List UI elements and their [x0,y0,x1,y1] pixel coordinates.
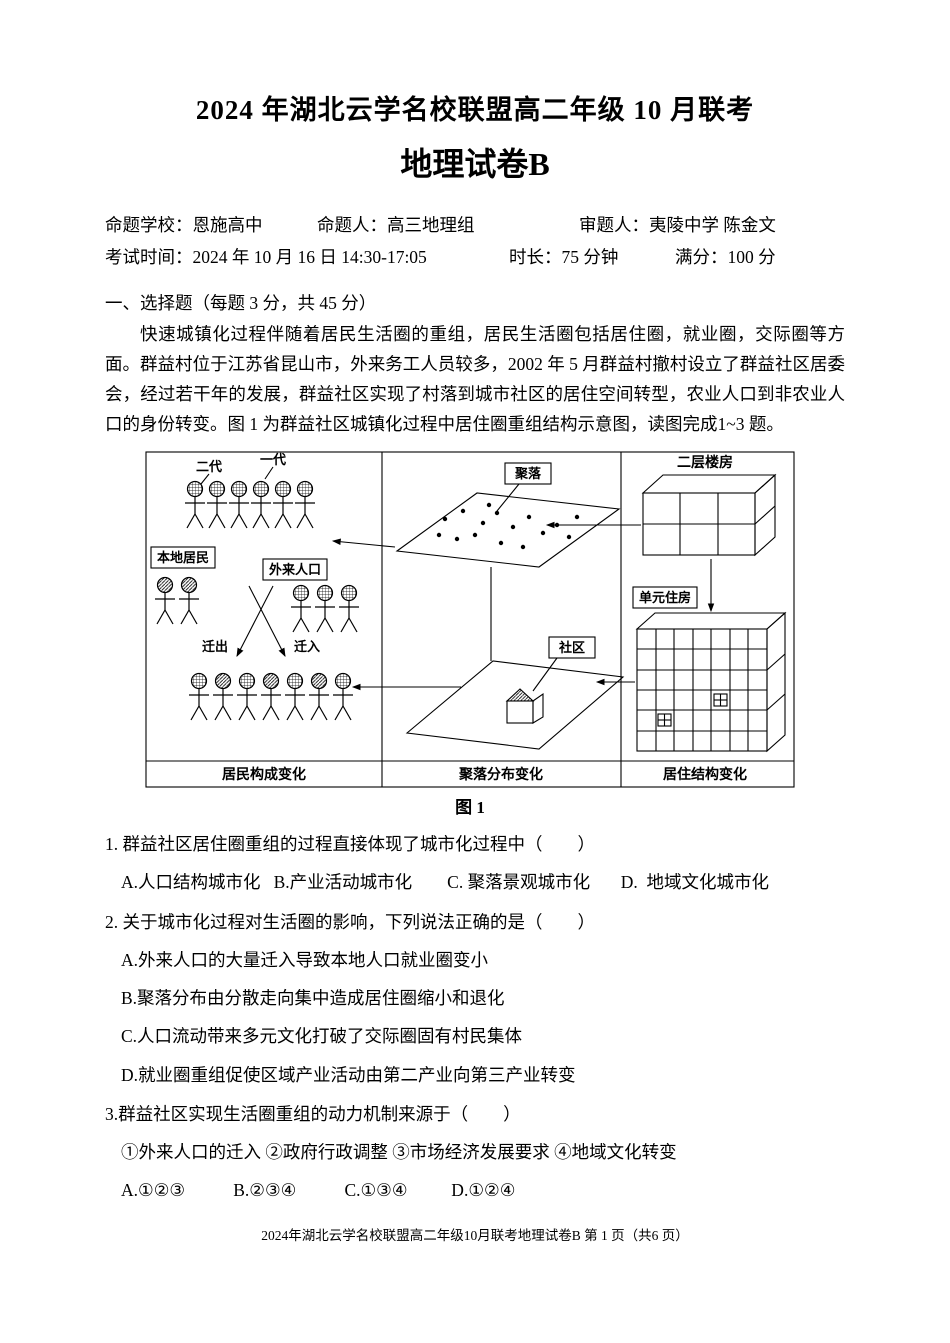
question-2-option-c: C.人口流动带来多元文化打破了交际圈固有村民集体 [121,1026,523,1047]
question-1-stem: 1. 群益社区居住圈重组的过程直接体现了城市化过程中（ ） [105,834,595,855]
label-generation-1: 一代 [260,452,286,467]
window-marks [657,693,728,727]
question-1-options: A.人口结构城市化 B.产业活动城市化 C. 聚落景观城市化 D. 地域文化城市… [121,872,769,893]
figure-frame [145,451,795,788]
question-2-stem: 2. 关于城市化过程对生活圈的影响，下列说法正确的是（ ） [105,911,595,932]
label-local-residents: 本地居民 [157,550,209,565]
meta-reviewer: 审题人：夷陵中学 陈金文 [579,215,776,235]
question-3: 3.群益社区实现生活圈重组的动力机制来源于（ ） ①外来人口的迁入 ②政府行政调… [105,1101,845,1204]
panel-housing: 二层楼房 单元住房 [545,454,787,753]
label-community: 社区 [558,640,585,655]
label-unit-housing: 单元住房 [639,590,691,605]
label-two-story-building: 二层楼房 [677,454,733,471]
intro-paragraph: 快速城镇化过程伴随着居民生活圈的重组，居民生活圈包括居住圈，就业圈，交际圈等方面… [105,323,845,435]
figure-1-diagram: 二代 一代 本地居民 外来人口 迁出 迁入 [145,451,795,788]
panel-settlement: 聚落 社区 [331,462,625,750]
meta-school: 命题学校：恩施高中 [105,215,263,235]
page-subtitle: 地理试卷B [400,146,550,182]
label-settlement: 聚落 [514,466,542,481]
label-move-in: 迁入 [294,639,320,654]
page-title: 2024 年湖北云学名校联盟高二年级 10 月联考 [195,95,755,125]
figure-caption: 图 1 [455,798,485,818]
question-2: 2. 关于城市化过程对生活圈的影响，下列说法正确的是（ ） A.外来人口的大量迁… [105,909,845,1088]
question-3-items: ①外来人口的迁入 ②政府行政调整 ③市场经济发展要求 ④地域文化转变 [121,1142,677,1163]
page-footer: 2024年湖北云学名校联盟高二年级10月联考地理试卷B 第 1 页（共6 页） [261,1227,689,1243]
section-title: 一、选择题（每题 3 分，共 45 分） [105,292,377,313]
question-2-option-d: D.就业圈重组促使区域产业活动由第二产业向第三产业转变 [121,1064,576,1085]
exam-meta: 命题学校：恩施高中 命题人：高三地理组 审题人：夷陵中学 陈金文 考试时间：20… [105,209,845,274]
label-panel-residents: 居民构成变化 [222,766,306,783]
question-3-options: A.①②③ B.②③④ C.①③④ D.①②④ [121,1180,516,1201]
question-2-option-a: A.外来人口的大量迁入导致本地人口就业圈变小 [121,949,489,970]
label-migrant-population: 外来人口 [268,562,321,577]
meta-exam-time: 考试时间：2024 年 10 月 16 日 14:30-17:05 [105,247,427,268]
figure-1: 二代 一代 本地居民 外来人口 迁出 迁入 [145,451,795,818]
question-2-option-b: B.聚落分布由分散走向集中造成居住圈缩小和退化 [121,988,505,1009]
label-panel-housing: 居住结构变化 [663,766,747,783]
meta-duration: 时长：75 分钟 [509,247,619,268]
meta-setter: 命题人：高三地理组 [317,215,475,235]
label-generation-2: 二代 [196,459,222,474]
label-panel-settlement: 聚落分布变化 [458,766,543,783]
meta-score: 满分：100 分 [675,247,776,268]
question-1: 1. 群益社区居住圈重组的过程直接体现了城市化过程中（ ） A.人口结构城市化 … [105,831,845,896]
question-3-stem: 3.群益社区实现生活圈重组的动力机制来源于（ ） [105,1103,521,1124]
label-move-out: 迁出 [202,639,228,654]
settlement-dots [436,502,580,550]
panel-residents: 二代 一代 本地居民 外来人口 迁出 迁入 [150,452,360,721]
